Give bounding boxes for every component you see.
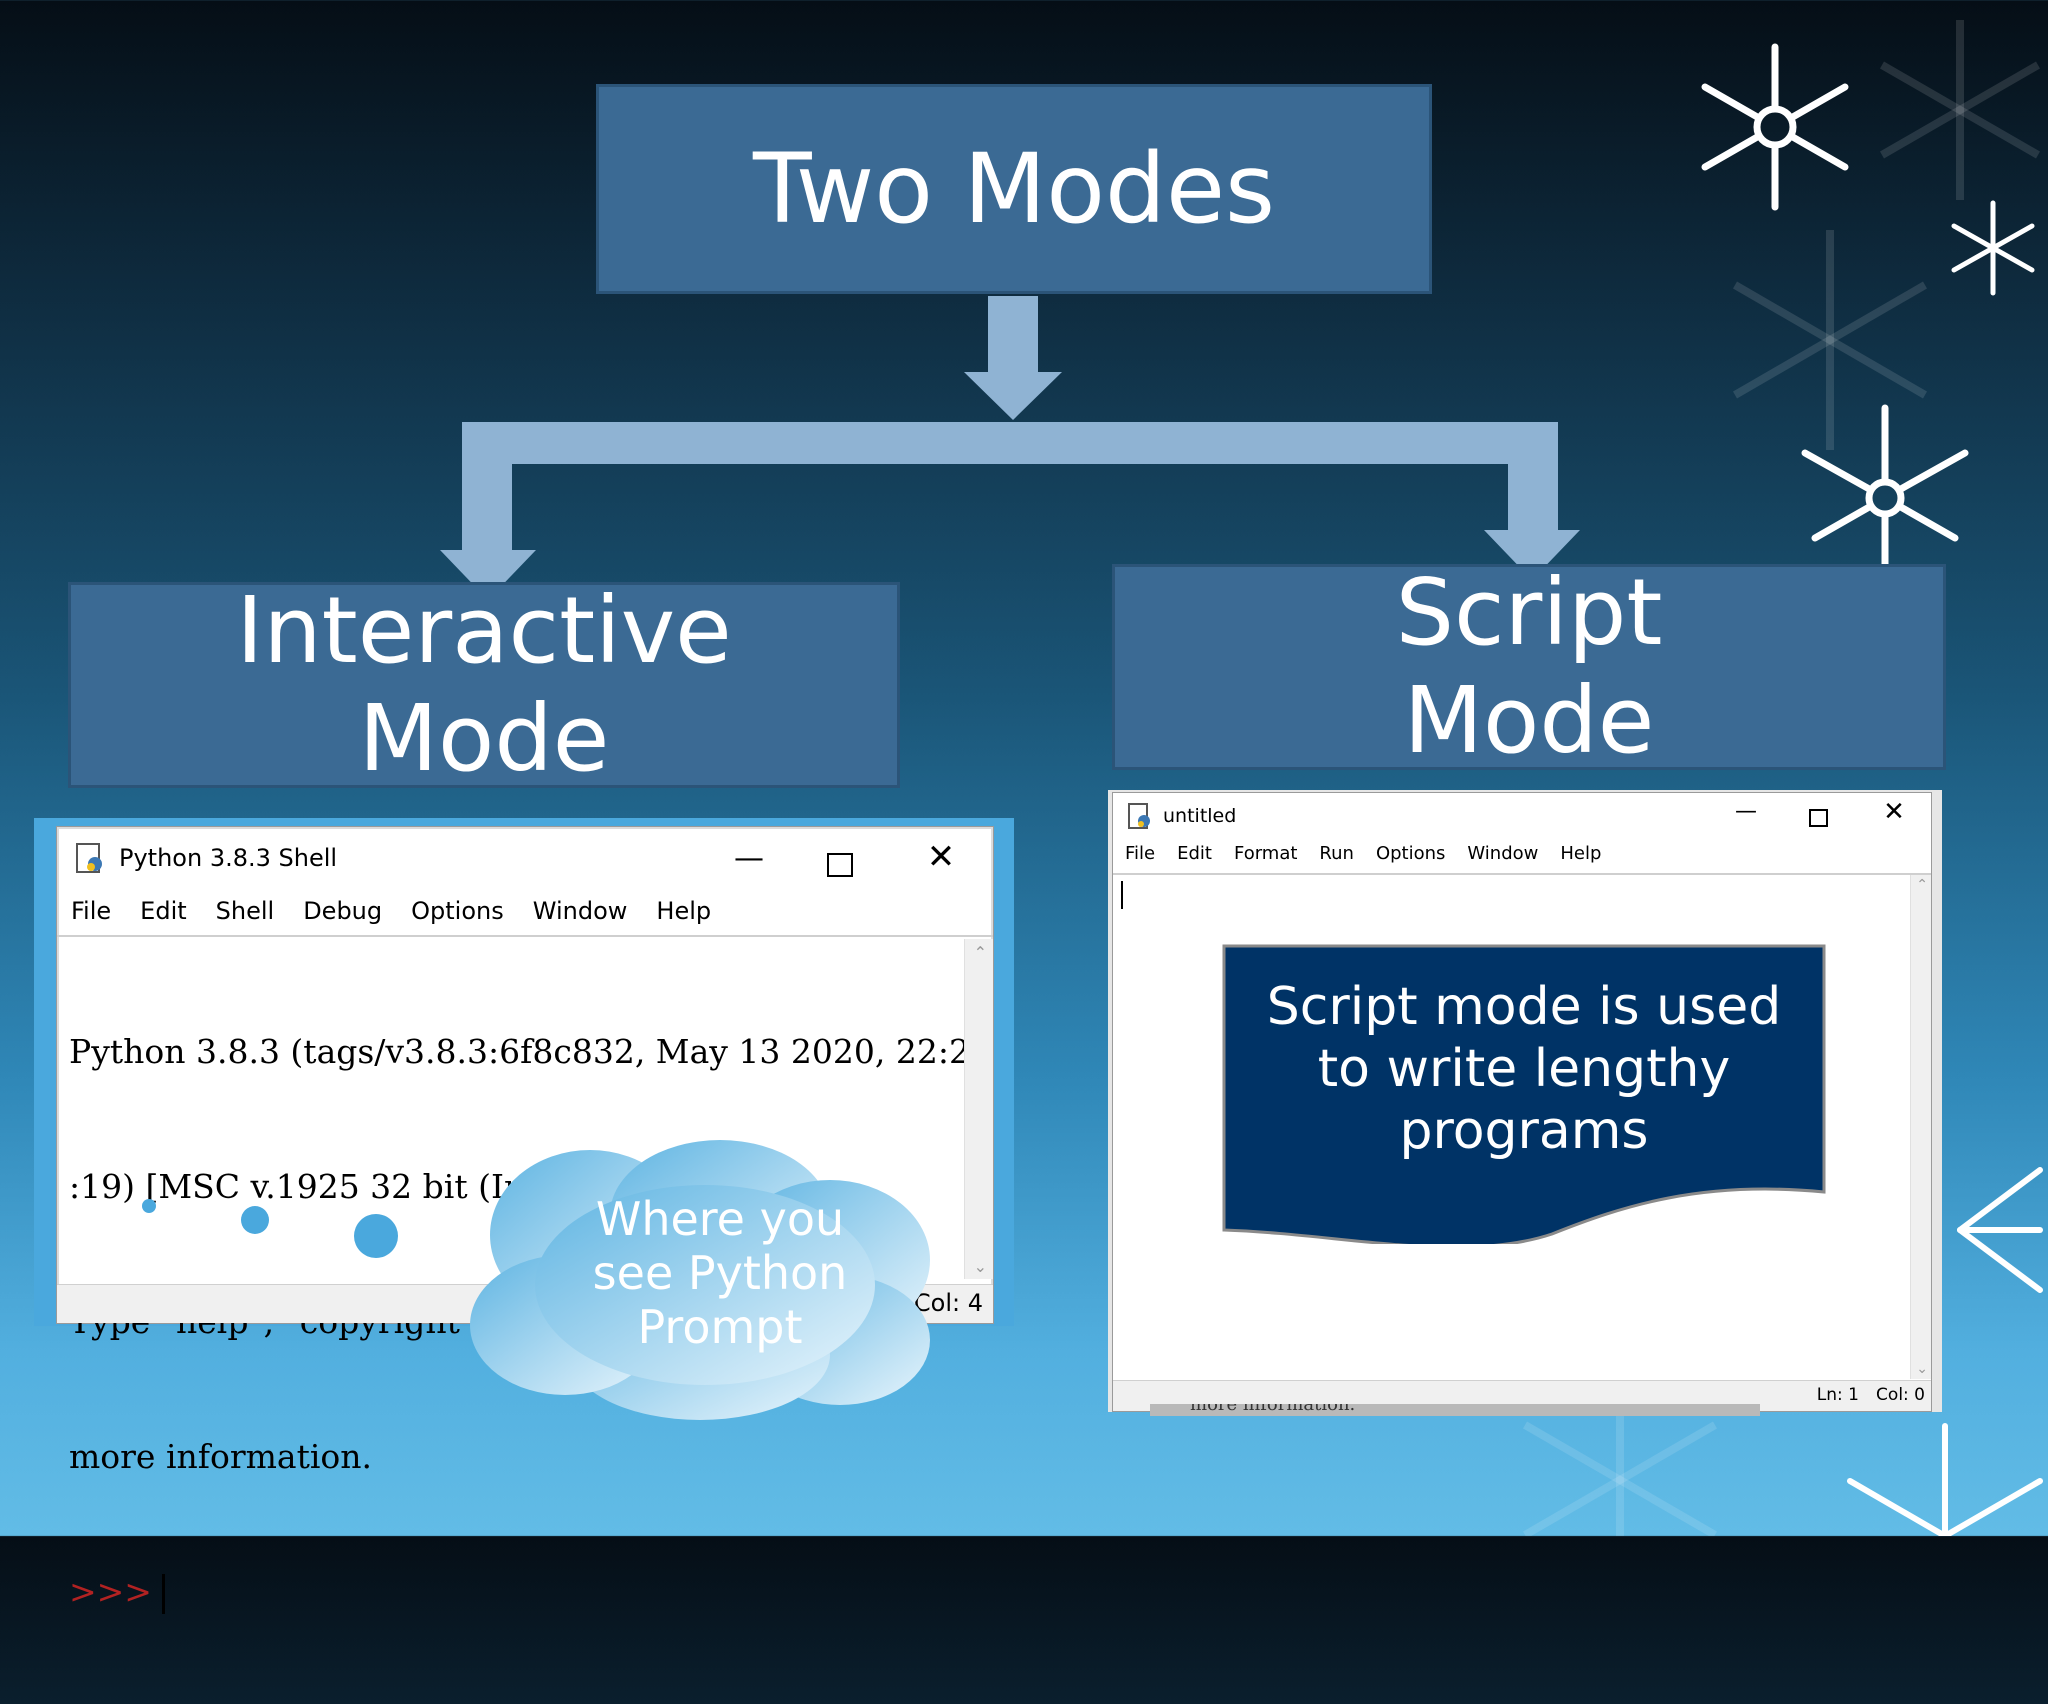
menu-divider: [57, 935, 993, 937]
menu-item-run[interactable]: Run: [1319, 843, 1354, 864]
arrow-left-stem: [462, 422, 512, 554]
vertical-scrollbar[interactable]: [1910, 875, 1931, 1379]
minimize-icon[interactable]: —: [1735, 799, 1757, 824]
window-titlebar[interactable]: untitled: [1113, 793, 1931, 839]
minimize-icon[interactable]: —: [734, 841, 764, 876]
scroll-up-icon[interactable]: ⌃: [1916, 877, 1928, 893]
arrow-head-down: [964, 372, 1062, 420]
snowflake-icon: [1701, 43, 1849, 211]
close-icon[interactable]: ✕: [926, 837, 956, 877]
arrow-stem: [988, 296, 1038, 374]
menu-item-help[interactable]: Help: [656, 897, 712, 925]
window-titlebar[interactable]: Python 3.8.3 Shell: [57, 827, 993, 889]
snowflake-icon: [1951, 200, 2035, 296]
snowflake-icon: [1801, 404, 1969, 572]
menu-bar: File Edit Format Run Options Window Help: [1113, 843, 1931, 871]
underlying-window-strip: more information.: [1150, 1404, 1760, 1416]
snowflake-decoration: [0, 0, 2048, 1536]
maximize-icon[interactable]: [827, 853, 853, 877]
maximize-icon[interactable]: [1809, 809, 1828, 827]
menu-item-options[interactable]: Options: [411, 897, 504, 925]
menu-item-debug[interactable]: Debug: [303, 897, 383, 925]
script-callout-shape: [1222, 944, 1826, 1244]
snowflake-icon: [1957, 1167, 2043, 1293]
arrow-branch-bar: [462, 422, 1558, 464]
menu-item-file[interactable]: File: [71, 897, 112, 925]
cloud-callout-text: Where you see Python Prompt: [592, 1192, 848, 1354]
status-col: Col: 0: [1876, 1385, 1925, 1405]
script-callout-text: Script mode is used to write lengthy pro…: [1266, 977, 1782, 1161]
console-line: more information.: [69, 1437, 373, 1476]
menu-item-format[interactable]: Format: [1233, 843, 1298, 864]
menu-item-shell[interactable]: Shell: [215, 897, 275, 925]
text-cursor: [162, 1574, 166, 1614]
snowflake-icon: [1847, 1423, 2043, 1536]
menu-divider: [1113, 873, 1931, 875]
python-file-icon: [1127, 802, 1153, 830]
thought-bubble-dots: [142, 1199, 398, 1258]
script-mode-box: Script Mode: [1112, 559, 1946, 774]
close-icon[interactable]: ✕: [1883, 797, 1905, 827]
menu-bar: File Edit Shell Debug Options Window Hel…: [57, 897, 993, 933]
window-title: Python 3.8.3 Shell: [119, 844, 338, 872]
scroll-up-icon[interactable]: ⌃: [973, 943, 987, 962]
window-title: untitled: [1163, 805, 1237, 827]
status-col: Col: 4: [913, 1289, 983, 1317]
menu-item-window[interactable]: Window: [532, 897, 628, 925]
interactive-mode-box: Interactive Mode: [68, 577, 900, 792]
page-title: Two Modes: [596, 84, 1432, 294]
arrow-right-head: [1484, 530, 1580, 580]
python-prompt: >>>: [69, 1572, 152, 1611]
menu-item-edit[interactable]: Edit: [140, 897, 187, 925]
menu-item-help[interactable]: Help: [1560, 843, 1602, 864]
text-cursor: [1121, 881, 1123, 909]
status-ln: Ln: 1: [1816, 1385, 1859, 1405]
arrow-right-stem: [1508, 422, 1558, 534]
menu-item-window[interactable]: Window: [1467, 843, 1539, 864]
scroll-down-icon[interactable]: ⌄: [973, 1257, 987, 1276]
python-file-icon: [75, 842, 105, 874]
flow-arrows: [440, 296, 1580, 600]
underlying-window-text: more information.: [1190, 1404, 1356, 1415]
vertical-scrollbar[interactable]: [964, 939, 993, 1279]
scroll-down-icon[interactable]: ⌄: [1916, 1361, 1928, 1377]
menu-item-options[interactable]: Options: [1375, 843, 1446, 864]
menu-item-file[interactable]: File: [1125, 843, 1156, 864]
cloud-callout-shape: [470, 1140, 930, 1420]
console-line: Python 3.8.3 (tags/v3.8.3:6f8c832, May 1…: [69, 1032, 991, 1071]
menu-item-edit[interactable]: Edit: [1177, 843, 1212, 864]
arrow-left-head: [440, 550, 536, 600]
